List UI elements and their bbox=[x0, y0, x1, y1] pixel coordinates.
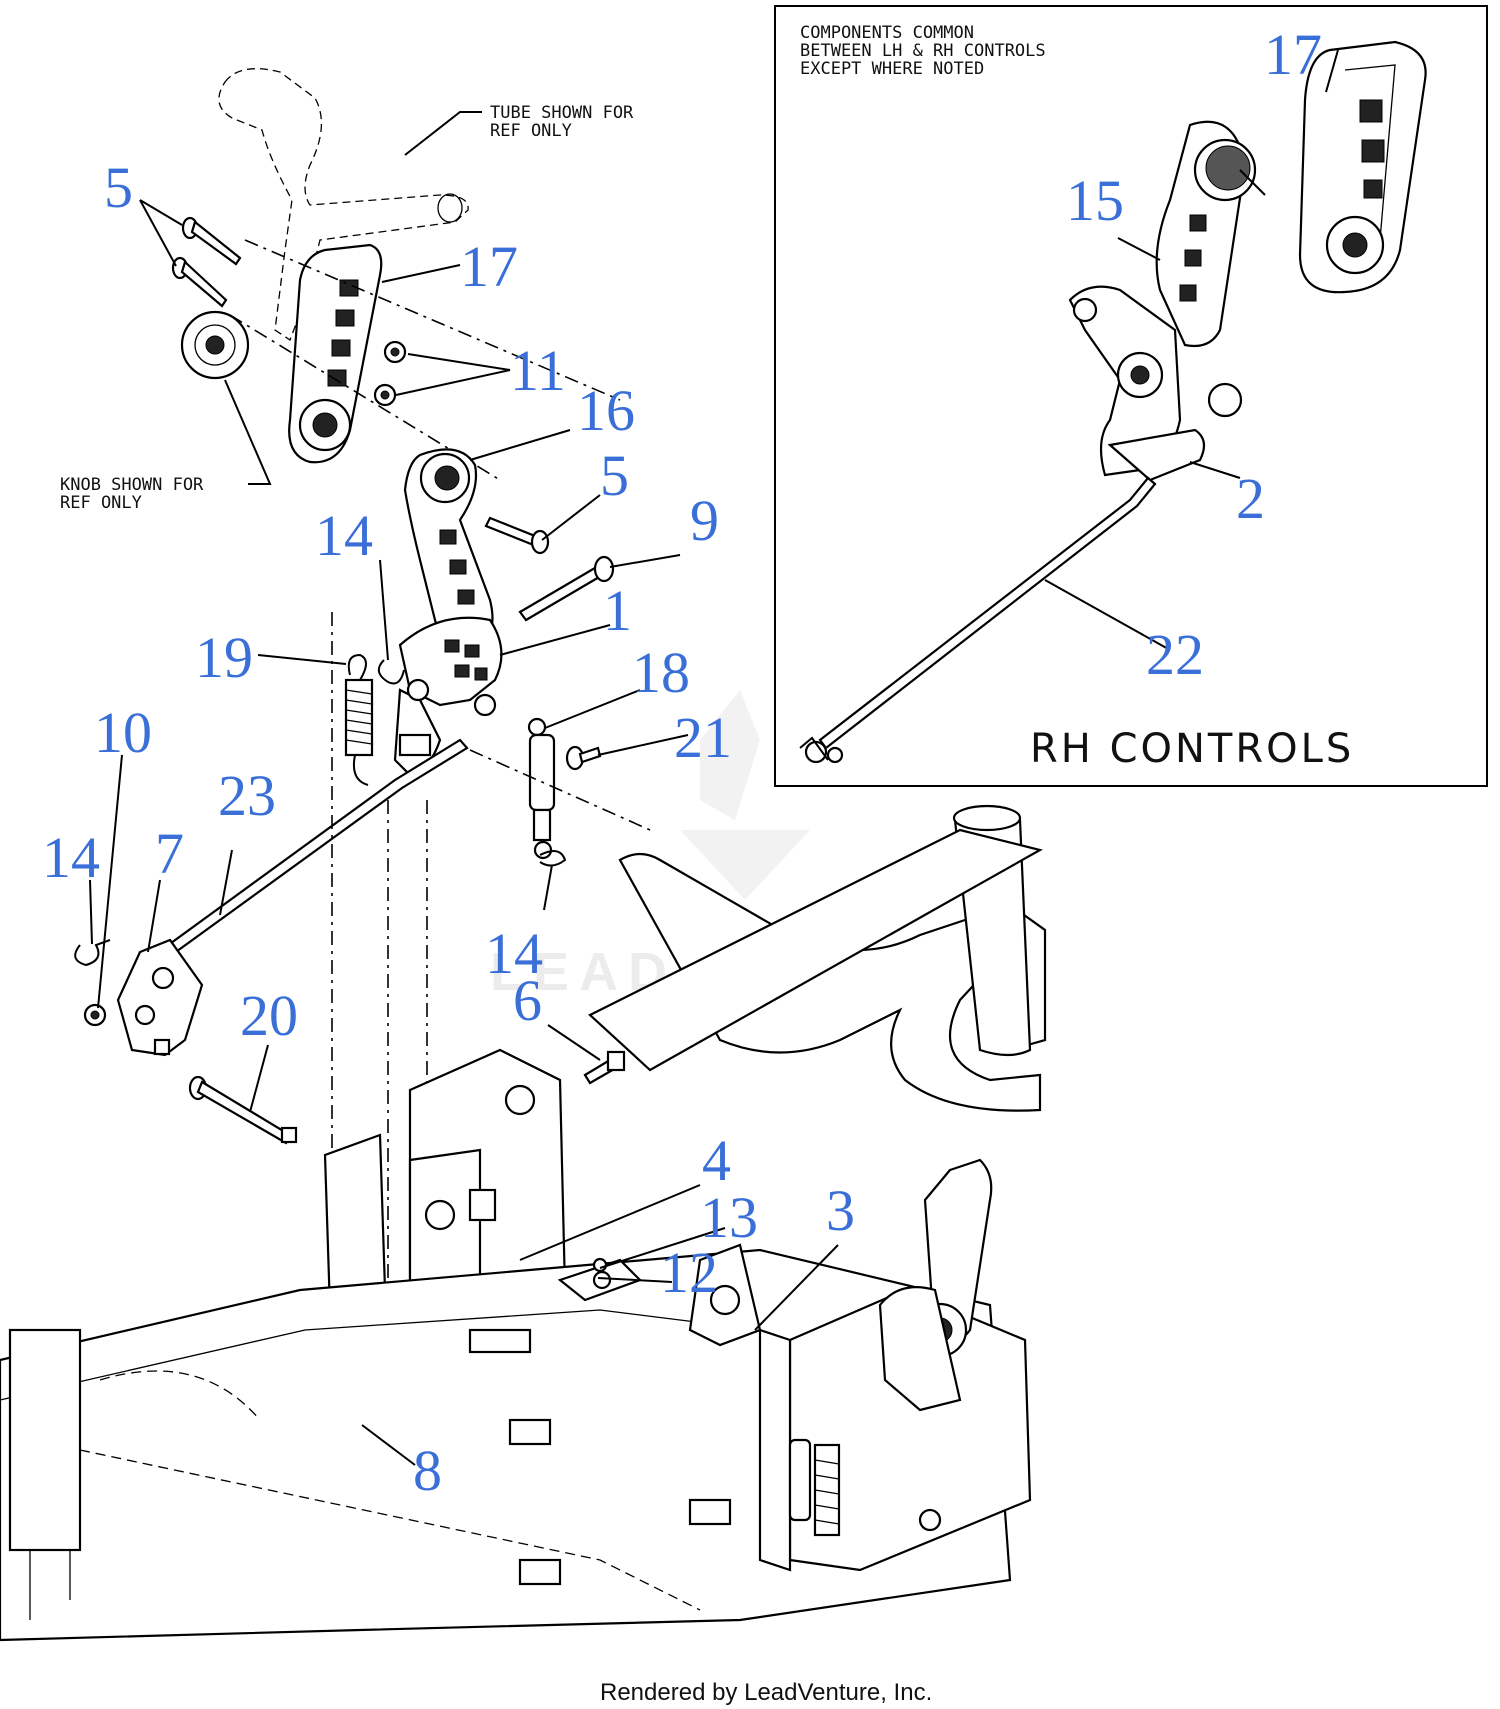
callout-20: 20 bbox=[240, 983, 298, 1048]
footer-credit: Rendered by LeadVenture, Inc. bbox=[600, 1679, 932, 1706]
callout-17-inset: 17 bbox=[1264, 22, 1322, 87]
callout-2: 2 bbox=[1236, 466, 1265, 531]
callout-13: 13 bbox=[700, 1185, 758, 1250]
callout-23: 23 bbox=[218, 763, 276, 828]
nuts-11 bbox=[373, 340, 407, 407]
callout-4: 4 bbox=[702, 1128, 731, 1193]
callout-12: 12 bbox=[660, 1240, 718, 1305]
knob-note-line-2: REF ONLY bbox=[60, 493, 142, 513]
callout-14-mid: 14 bbox=[315, 503, 373, 568]
nut-10 bbox=[83, 1003, 107, 1027]
spring-19 bbox=[344, 653, 374, 786]
callout-10: 10 bbox=[94, 700, 152, 765]
frame-assembly bbox=[0, 804, 1047, 1642]
knob-note-line-1: KNOB SHOWN FOR bbox=[60, 475, 204, 495]
inset-frame bbox=[774, 5, 1488, 787]
bolts-5-upper bbox=[171, 216, 242, 308]
callout-21: 21 bbox=[674, 705, 732, 770]
pin-5-mid bbox=[484, 516, 550, 555]
control-rod-22-inset bbox=[799, 476, 1157, 764]
rh-controls-inset: COMPONENTS COMMON BETWEEN LH & RH CONTRO… bbox=[774, 5, 1488, 787]
callout-15: 15 bbox=[1066, 168, 1124, 233]
callout-18: 18 bbox=[632, 640, 690, 705]
callout-19: 19 bbox=[195, 625, 253, 690]
handle-tube-ref: TUBE SHOWN FOR REF ONLY bbox=[218, 68, 634, 341]
callout-22: 22 bbox=[1146, 622, 1204, 687]
bracket-1 bbox=[393, 616, 503, 777]
callout-11: 11 bbox=[510, 338, 566, 403]
callout-8: 8 bbox=[413, 1438, 442, 1503]
damper-18 bbox=[527, 717, 556, 860]
lever-15-inset bbox=[1068, 120, 1266, 482]
inset-title: RH CONTROLS bbox=[1030, 726, 1354, 772]
hairpins-14 bbox=[74, 659, 567, 967]
callout-1: 1 bbox=[603, 578, 632, 643]
callout-6: 6 bbox=[513, 968, 542, 1033]
callout-14-left: 14 bbox=[42, 825, 100, 890]
shaft-20 bbox=[188, 1075, 298, 1145]
leader-lines bbox=[89, 199, 839, 1466]
callout-16: 16 bbox=[577, 378, 635, 443]
handle-grip-17 bbox=[288, 243, 383, 464]
callout-3: 3 bbox=[826, 1178, 855, 1243]
common-note-line-1: COMPONENTS COMMON bbox=[800, 23, 974, 43]
knob-ref: KNOB SHOWN FOR REF ONLY bbox=[60, 310, 272, 513]
pin-9 bbox=[518, 555, 615, 622]
callout-5-upper: 5 bbox=[104, 155, 133, 220]
common-note-line-2: BETWEEN LH & RH CONTROLS bbox=[800, 41, 1046, 61]
control-rod-23 bbox=[143, 738, 469, 972]
callout-9: 9 bbox=[690, 488, 719, 553]
pin-21 bbox=[565, 745, 602, 771]
bolt-6 bbox=[583, 1050, 626, 1085]
callout-17: 17 bbox=[460, 234, 518, 299]
pivot-plate-7 bbox=[116, 938, 204, 1057]
callout-7: 7 bbox=[155, 821, 184, 886]
callout-14-lower: 14 bbox=[485, 921, 543, 986]
tube-note-line-1: TUBE SHOWN FOR bbox=[490, 103, 634, 123]
handle-grip-17-inset bbox=[1298, 40, 1427, 294]
callout-5-mid: 5 bbox=[600, 443, 629, 508]
lever-16 bbox=[403, 448, 494, 652]
common-note-line-3: EXCEPT WHERE NOTED bbox=[800, 59, 984, 79]
callouts: 5 17 11 16 5 9 14 1 19 18 21 10 23 14 7 … bbox=[42, 155, 855, 1503]
tube-note-line-2: REF ONLY bbox=[490, 121, 572, 141]
